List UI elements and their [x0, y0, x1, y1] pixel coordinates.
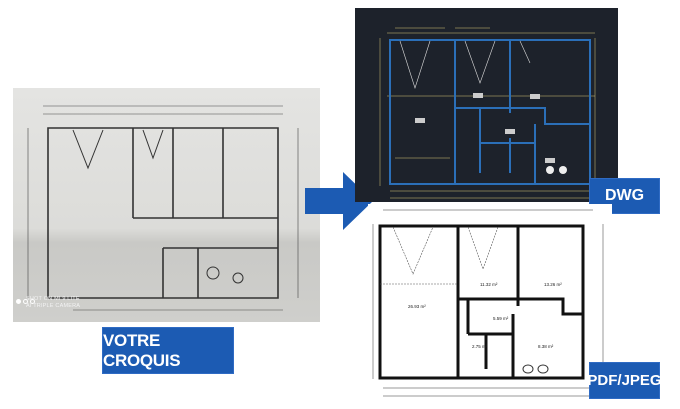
- room-area-label: 26.93 m²: [408, 304, 426, 309]
- votre-croquis-badge: VOTRE CROQUIS: [102, 327, 234, 374]
- watermark-line-2: AI TRIPLE CAMERA: [26, 303, 81, 309]
- camera-dots-icon: [16, 299, 35, 304]
- dwg-drawing: [379, 27, 596, 199]
- pdf-plan: 26.93 m² 11.32 m² 13.26 m² 5.59 m² 2.75 …: [368, 204, 612, 404]
- room-area-label: 8.38 m²: [538, 344, 554, 349]
- camera-watermark: SHOT ON MI 9 LITE AI TRIPLE CAMERA: [26, 296, 80, 310]
- hand-sketch-photo: SHOT ON MI 9 LITE AI TRIPLE CAMERA: [13, 88, 320, 322]
- dwg-plan: [355, 8, 618, 202]
- watermark-line-1: SHOT ON MI 9 LITE: [26, 296, 80, 302]
- room-area-label: 11.32 m²: [480, 282, 498, 287]
- room-area-label: 5.59 m²: [493, 316, 509, 321]
- sketch-drawing: [27, 105, 299, 311]
- room-area-label: 13.26 m²: [544, 282, 562, 287]
- room-area-label: 2.75 m²: [472, 344, 488, 349]
- pdf-drawing: [372, 209, 604, 397]
- pdf-jpeg-badge: PDF/JPEG: [587, 362, 662, 399]
